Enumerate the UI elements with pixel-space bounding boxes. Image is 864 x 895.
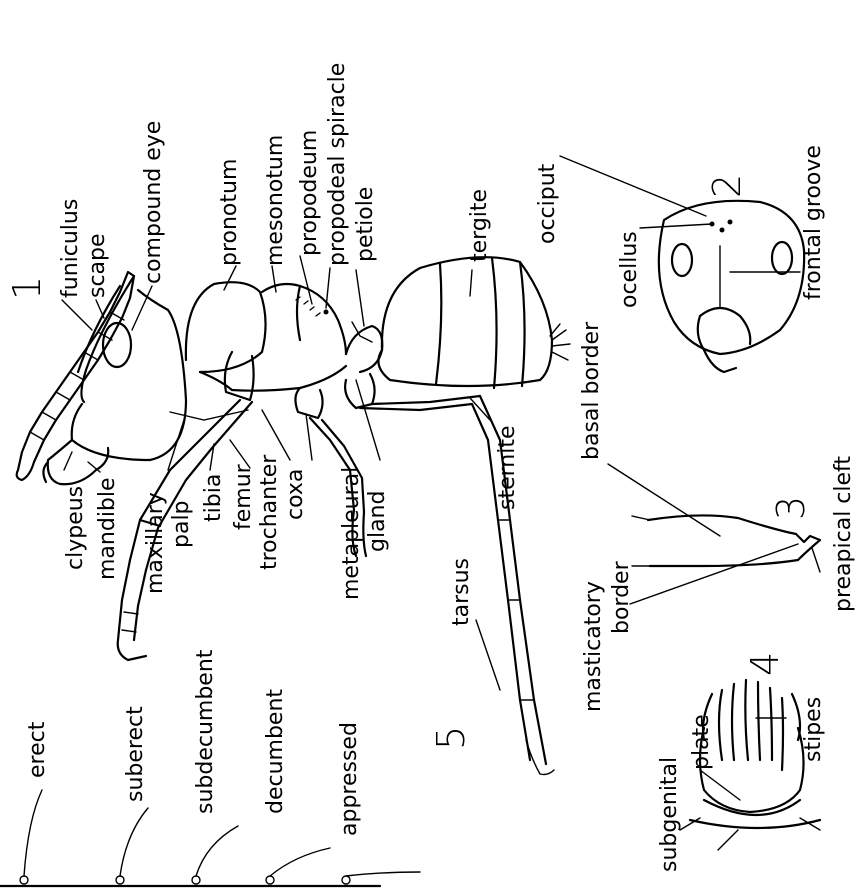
label-preapical-cleft: preapical cleft: [831, 456, 856, 612]
label-suberect: suberect: [123, 706, 148, 802]
label-tibia: tibia: [201, 474, 226, 522]
label-compound-eye: compound eye: [141, 121, 166, 284]
label-stipes: stipes: [801, 697, 826, 762]
mandible-drawing: [632, 515, 820, 566]
figure2-leader-lines: [560, 156, 800, 272]
figure-number-2: 2: [705, 174, 749, 198]
label-propodeal-spiracle: propodeal spiracle: [325, 63, 350, 266]
label-subgenital: subgenital: [657, 757, 682, 872]
label-frontal-groove: frontal groove: [801, 145, 826, 300]
figure-number-4: 4: [743, 652, 787, 676]
label-maxillary: maxillary: [143, 492, 168, 594]
label-coxa: coxa: [283, 469, 308, 520]
label-palp: palp: [169, 500, 194, 548]
label-clypeus: clypeus: [63, 486, 88, 570]
label-metapleural: metapleural: [339, 467, 364, 600]
label-sternite: sternite: [495, 426, 520, 511]
label-mesonotum: mesonotum: [263, 135, 288, 266]
label-funiculus: funiculus: [58, 199, 83, 298]
label-petiole: petiole: [353, 187, 378, 262]
label-femur: femur: [231, 463, 256, 530]
label-basal-border: basal border: [579, 321, 604, 460]
label-trochanter: trochanter: [257, 454, 282, 570]
label-appressed: appressed: [337, 722, 362, 836]
label-occiput: occiput: [535, 163, 560, 244]
label-decumbent: decumbent: [263, 689, 288, 814]
head-front-drawing: [659, 201, 804, 372]
label-border: border: [609, 560, 634, 634]
label-plate: plate: [689, 714, 714, 770]
spiracle-dot: [324, 310, 329, 315]
figure3-leader-lines: [608, 464, 820, 604]
label-mandible: mandible: [95, 477, 120, 580]
label-subdecumbent: subdecumbent: [193, 649, 218, 814]
label-scape: scape: [85, 233, 110, 298]
label-tarsus: tarsus: [449, 558, 474, 626]
figure-number-3: 3: [769, 496, 813, 520]
figure-number-1: 1: [5, 276, 49, 300]
label-pronotum: pronotum: [217, 159, 242, 266]
label-ocellus: ocellus: [617, 231, 642, 308]
label-gland: gland: [365, 491, 390, 552]
label-tergite: tergite: [467, 189, 492, 262]
label-erect: erect: [25, 721, 50, 778]
figure-number-5: 5: [429, 726, 473, 750]
label-masticatory: masticatory: [581, 581, 606, 712]
label-propodeum: propodeum: [297, 130, 322, 256]
